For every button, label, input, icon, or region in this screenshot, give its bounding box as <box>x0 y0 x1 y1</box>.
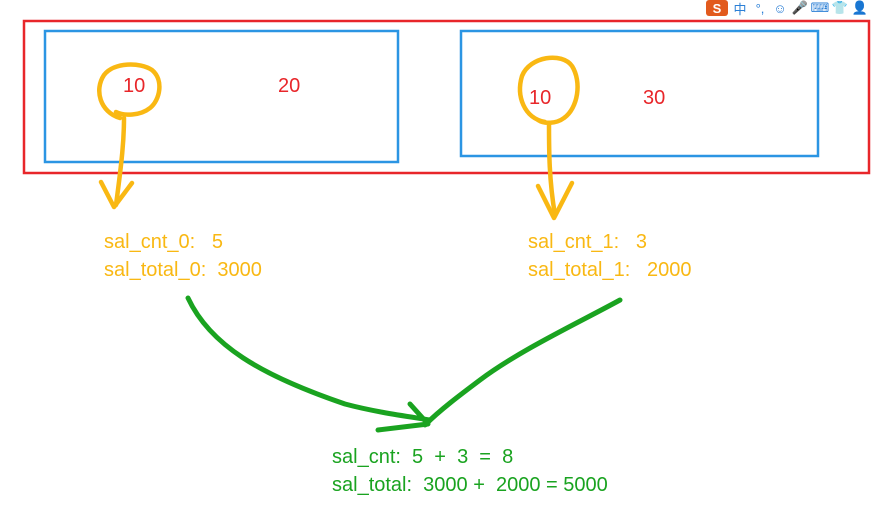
emoji-icon[interactable]: ☺ <box>773 0 787 16</box>
partition-0-circle <box>97 62 162 121</box>
partition-1-circle <box>517 55 580 125</box>
partition-1-value-a: 10 <box>529 87 552 109</box>
keyboard-icon[interactable]: ⌨ <box>810 0 830 15</box>
merged-sal-total: sal_total: 3000 + 2000 = 5000 <box>332 474 608 496</box>
merge-arrow-left <box>185 295 433 423</box>
ime-language-toggle[interactable]: 中 <box>733 1 747 17</box>
partition-0-value-b: 20 <box>278 75 301 97</box>
merge-arrow-head <box>375 401 431 433</box>
partition-0-arrow-shaft <box>113 115 127 208</box>
punct-icon[interactable]: °, <box>755 0 765 16</box>
partition-0-value-a: 10 <box>123 75 146 97</box>
partition-1-arrow-shaft <box>546 121 558 218</box>
outer-box <box>22 19 871 175</box>
partition-1-sal-total: sal_total_1: 2000 <box>528 259 692 281</box>
partition-1-value-b: 30 <box>643 87 666 109</box>
partition-0-sal-cnt: sal_cnt_0: 5 <box>104 231 223 253</box>
skin-icon[interactable]: 👕 <box>831 0 849 15</box>
partition-1-arrow-head <box>535 180 575 221</box>
partition-1-sal-cnt: sal_cnt_1: 3 <box>528 231 647 253</box>
ime-logo-icon[interactable]: S <box>706 0 728 16</box>
merged-sal-cnt: sal_cnt: 5 + 3 = 8 <box>332 446 514 468</box>
user-icon[interactable]: 👤 <box>851 0 869 15</box>
mic-icon[interactable]: 🎤 <box>791 0 809 15</box>
merge-arrow-right <box>422 297 623 428</box>
ime-toolbar: S 中 °, ☺ 🎤 ⌨ 👕 👤 <box>706 0 890 17</box>
partition-1-box <box>459 29 820 158</box>
partition-0-box <box>43 29 400 164</box>
partition-0-arrow-head <box>98 179 135 210</box>
partition-0-sal-total: sal_total_0: 3000 <box>104 259 262 281</box>
